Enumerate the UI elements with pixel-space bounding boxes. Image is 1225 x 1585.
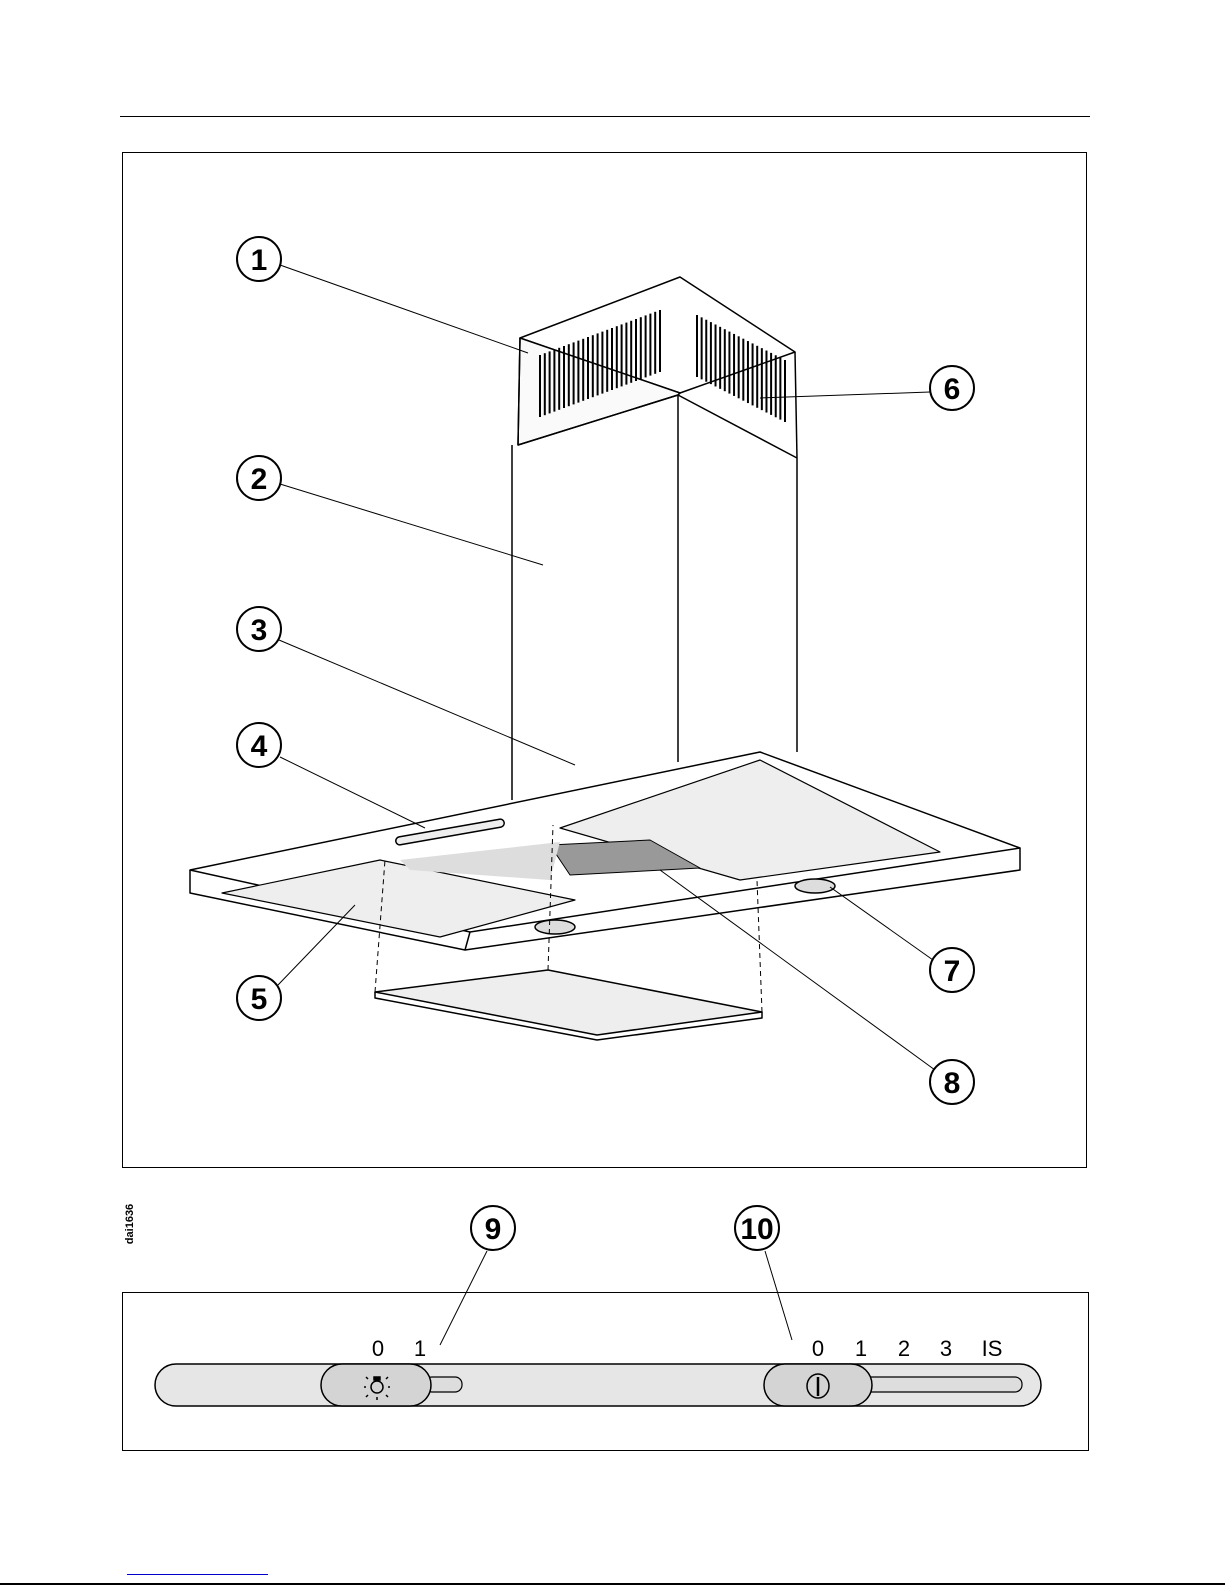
callout-2 xyxy=(236,455,282,501)
callout-7 xyxy=(929,947,975,993)
light-scale-label: 0 xyxy=(372,1336,384,1361)
callout-label: 5 xyxy=(251,983,268,1016)
callout-1 xyxy=(236,236,282,282)
fan-scale-label: 0 xyxy=(812,1336,824,1361)
vent-slots-right xyxy=(696,315,786,422)
control-panel-frame xyxy=(122,1292,1089,1451)
callout-label: 8 xyxy=(944,1067,961,1100)
fan-scale-label: IS xyxy=(982,1336,1003,1361)
callout-label: 7 xyxy=(944,955,961,988)
callout-label: 6 xyxy=(944,373,961,406)
callout-label: 1 xyxy=(251,244,268,277)
footer-rule xyxy=(0,1583,1225,1585)
callout-8 xyxy=(929,1059,975,1105)
grease-filter-removed xyxy=(374,969,763,1041)
fan-scale-label: 3 xyxy=(940,1336,952,1361)
callout-3 xyxy=(236,606,282,652)
callout-6 xyxy=(929,365,975,411)
hood-illustration-frame xyxy=(122,152,1087,1168)
callout-4 xyxy=(236,722,282,768)
header-rule xyxy=(120,116,1090,117)
light-scale-label: 1 xyxy=(414,1336,426,1361)
leader-lines xyxy=(277,264,936,1346)
control-strip xyxy=(154,1363,1042,1407)
callout-label: 3 xyxy=(251,614,268,647)
footer-link-underline[interactable] xyxy=(127,1574,268,1575)
light-switch[interactable] xyxy=(320,1363,432,1407)
fan-scale-label: 1 xyxy=(855,1336,867,1361)
fan-switch[interactable] xyxy=(763,1363,873,1407)
filter-guide-lines xyxy=(374,824,763,1013)
callout-5 xyxy=(236,975,282,1021)
callout-label: 4 xyxy=(251,730,268,763)
power-icon xyxy=(806,1373,830,1399)
vent-slots-left xyxy=(539,310,661,417)
chimney-lower-section xyxy=(511,395,798,800)
callout-label: 2 xyxy=(251,463,268,496)
callout-label: 10 xyxy=(740,1213,773,1246)
fan-scale-label: 2 xyxy=(898,1336,910,1361)
light-bulb-icon xyxy=(364,1376,390,1400)
callout-label: 9 xyxy=(485,1213,502,1246)
callout-9 xyxy=(470,1205,516,1251)
callout-10 xyxy=(734,1205,780,1251)
canopy xyxy=(189,751,1021,951)
